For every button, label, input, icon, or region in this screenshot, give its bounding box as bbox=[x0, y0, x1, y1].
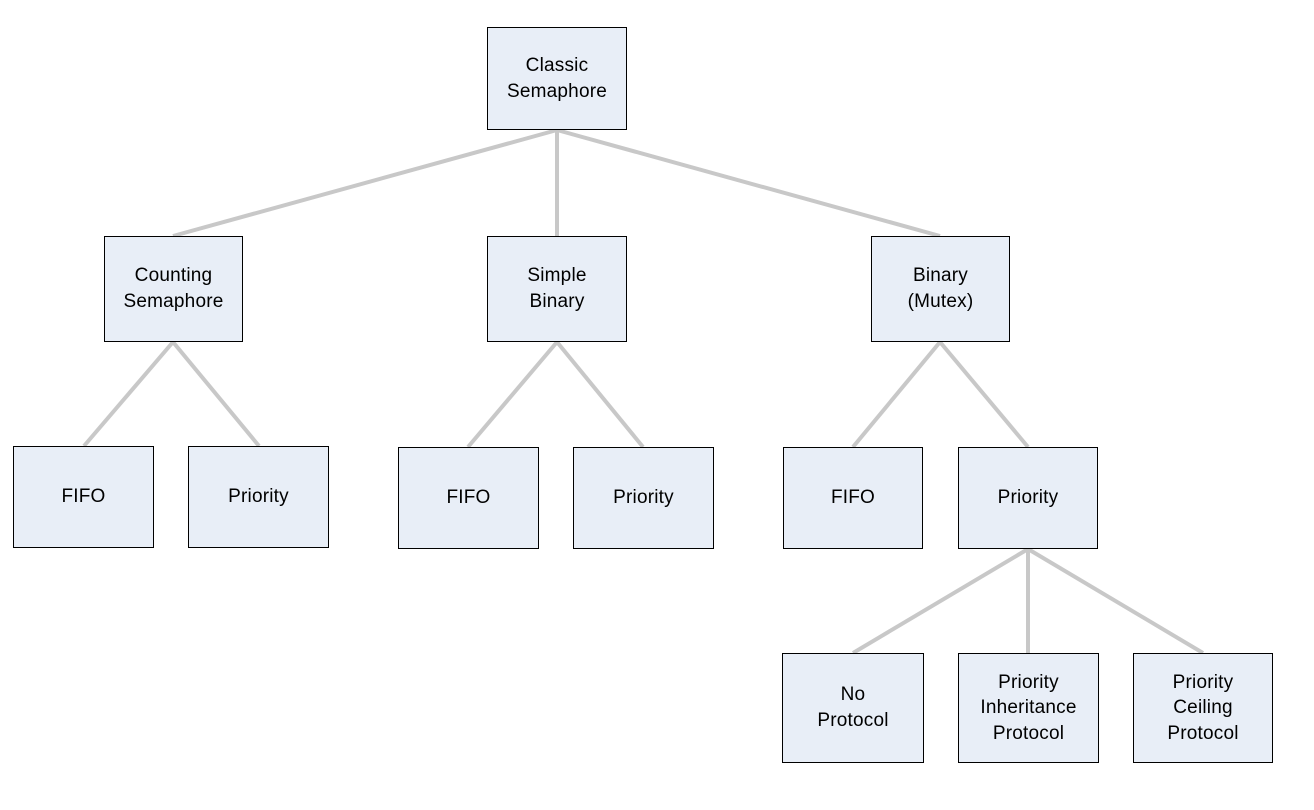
node-simple-fifo[interactable]: FIFO bbox=[398, 447, 539, 549]
node-label: Counting Semaphore bbox=[123, 265, 224, 312]
node-label: Classic Semaphore bbox=[506, 54, 608, 102]
node-simple-priority[interactable]: Priority bbox=[573, 447, 714, 549]
node-binary-mutex[interactable]: Binary (Mutex) bbox=[871, 236, 1010, 342]
node-label: Priority Inheritance Protocol bbox=[980, 671, 1077, 744]
node-label: FIFO bbox=[446, 487, 491, 509]
node-mutex-priority[interactable]: Priority bbox=[958, 447, 1098, 549]
node-label: FIFO bbox=[61, 486, 106, 508]
edge-mutex-priority-to-no-protocol bbox=[851, 547, 1030, 655]
edge-classic-semaphore-to-binary-mutex bbox=[556, 128, 941, 238]
edge-simple-binary-to-simple-fifo bbox=[466, 340, 559, 449]
node-simple-binary[interactable]: Simple Binary bbox=[487, 236, 627, 342]
node-label: Priority bbox=[613, 487, 674, 509]
node-counting-priority[interactable]: Priority bbox=[188, 446, 329, 548]
edge-binary-mutex-to-mutex-fifo bbox=[851, 340, 942, 449]
node-label: Priority Ceiling Protocol bbox=[1167, 671, 1239, 744]
node-label: No Protocol bbox=[817, 684, 889, 731]
node-priority-inheritance-protocol[interactable]: Priority Inheritance Protocol bbox=[958, 653, 1099, 763]
edge-counting-semaphore-to-counting-fifo bbox=[82, 340, 175, 448]
node-no-protocol[interactable]: No Protocol bbox=[782, 653, 924, 763]
node-label: Binary (Mutex) bbox=[907, 265, 974, 312]
node-counting-semaphore[interactable]: Counting Semaphore bbox=[104, 236, 243, 342]
node-counting-fifo[interactable]: FIFO bbox=[13, 446, 154, 548]
edge-mutex-priority-to-priority-ceiling-protocol bbox=[1026, 547, 1205, 655]
node-priority-ceiling-protocol[interactable]: Priority Ceiling Protocol bbox=[1133, 653, 1273, 763]
node-mutex-fifo[interactable]: FIFO bbox=[783, 447, 923, 549]
node-label: Priority bbox=[997, 487, 1059, 509]
node-label: Simple Binary bbox=[527, 265, 587, 312]
edge-simple-binary-to-simple-priority bbox=[555, 340, 645, 449]
edge-classic-semaphore-to-counting-semaphore bbox=[172, 128, 558, 238]
edge-counting-semaphore-to-counting-priority bbox=[171, 340, 261, 448]
node-label: Priority bbox=[228, 486, 289, 508]
edge-binary-mutex-to-mutex-priority bbox=[938, 340, 1030, 449]
node-classic-semaphore[interactable]: Classic Semaphore bbox=[487, 27, 627, 130]
node-label: FIFO bbox=[830, 487, 876, 509]
